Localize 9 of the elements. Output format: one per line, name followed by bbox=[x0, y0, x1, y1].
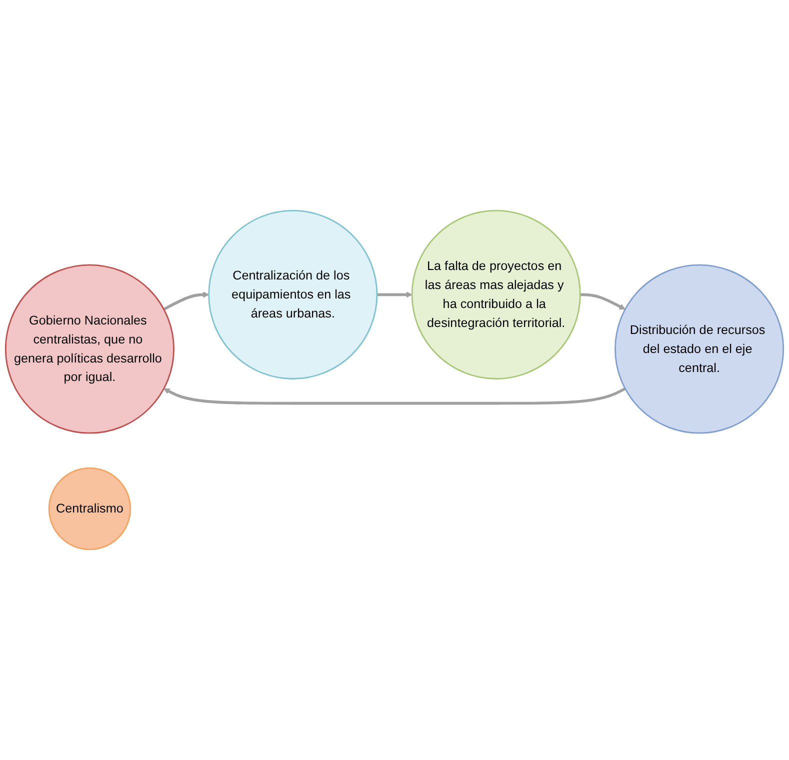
node-circle: Gobierno Nacionales centralistas, que no genera políticas desarrollo por igual. bbox=[4, 264, 174, 434]
node-circle: Centralismo bbox=[48, 467, 132, 550]
node-circle: La falta de proyectos en las áreas mas alejadas y ha contribuido a la desintegración territorial. bbox=[411, 210, 581, 380]
arrow bbox=[163, 292, 210, 311]
node-circle: Centralización de los equipamientos en las áreas urbanas. bbox=[208, 210, 378, 380]
node-circle: Distribución de recursos del estado en el eje central. bbox=[614, 264, 784, 434]
arrow bbox=[580, 293, 626, 310]
arrow bbox=[164, 387, 626, 405]
arrow bbox=[376, 292, 412, 298]
